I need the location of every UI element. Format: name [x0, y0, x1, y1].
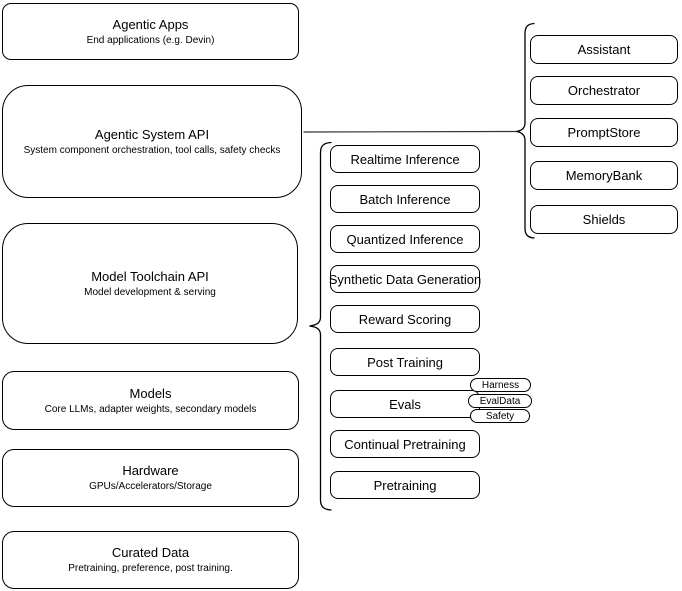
- component-box-memorybank: MemoryBank: [530, 161, 678, 190]
- toolchain-box-synthetic-data-generation: Synthetic Data Generation: [329, 265, 481, 293]
- toolchain-box-reward-scoring: Reward Scoring: [330, 305, 480, 333]
- box-title: Models: [129, 385, 172, 401]
- component-box-promptstore: PromptStore: [530, 118, 678, 147]
- box-title: Model Toolchain API: [91, 268, 209, 284]
- toolchain-box-batch-inference: Batch Inference: [330, 185, 480, 213]
- toolchain-box-post-training: Post Training: [330, 348, 480, 376]
- box-title: Agentic Apps: [112, 16, 189, 32]
- toolchain-box-pretraining: Pretraining: [330, 471, 480, 499]
- box-hardware: Hardware GPUs/Accelerators/Storage: [2, 449, 299, 507]
- toolchain-box-evals: Evals: [330, 390, 480, 418]
- toolchain-box-realtime-inference: Realtime Inference: [330, 145, 480, 173]
- toolchain-box-quantized-inference: Quantized Inference: [330, 225, 480, 253]
- toolchain-box-continual-pretraining: Continual Pretraining: [330, 430, 480, 458]
- box-subtitle: End applications (e.g. Devin): [86, 34, 215, 46]
- component-box-orchestrator: Orchestrator: [530, 76, 678, 105]
- box-subtitle: GPUs/Accelerators/Storage: [89, 481, 212, 492]
- box-subtitle: Core LLMs, adapter weights, secondary mo…: [44, 403, 257, 415]
- toolchain-bracket: [309, 141, 332, 511]
- box-title: Hardware: [122, 463, 179, 478]
- system-components-bracket: [516, 22, 535, 239]
- box-title: Agentic System API: [94, 126, 210, 142]
- box-subtitle: Model development & serving: [84, 286, 216, 298]
- box-subtitle: System component orchestration, tool cal…: [23, 144, 281, 156]
- box-model-toolchain-api: Model Toolchain API Model development & …: [2, 223, 298, 344]
- box-agentic-apps: Agentic Apps End applications (e.g. Devi…: [2, 3, 299, 60]
- eval-tag-evaldata: EvalData: [468, 394, 532, 408]
- eval-tag-harness: Harness: [470, 378, 531, 392]
- component-box-assistant: Assistant: [530, 35, 678, 64]
- system-api-connector-line: [303, 130, 518, 133]
- box-curated-data: Curated Data Pretraining, preference, po…: [2, 531, 299, 589]
- box-models: Models Core LLMs, adapter weights, secon…: [2, 371, 299, 430]
- eval-tag-safety: Safety: [470, 409, 530, 423]
- box-subtitle: Pretraining, preference, post training.: [68, 563, 233, 574]
- component-box-shields: Shields: [530, 205, 678, 234]
- box-agentic-system-api: Agentic System API System component orch…: [2, 85, 302, 198]
- box-title: Curated Data: [111, 545, 190, 560]
